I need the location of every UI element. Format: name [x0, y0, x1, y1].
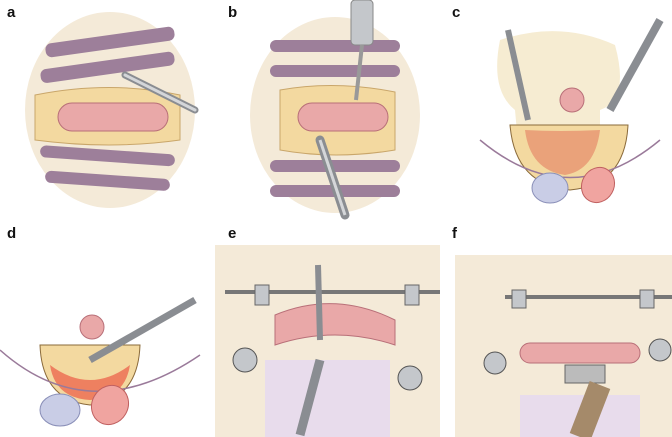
panel-label-f: f	[452, 225, 457, 242]
panel-a-illustration	[25, 12, 199, 208]
panel-b-illustration	[250, 0, 420, 220]
panel-label-a: a	[7, 4, 16, 21]
panel-label-b: b	[228, 4, 238, 21]
panel-e-illustration	[215, 245, 440, 437]
panel-c-illustration	[479, 18, 664, 204]
panel-label-e: e	[228, 225, 237, 242]
panel-label-d: d	[7, 225, 17, 242]
panel-label-c: c	[452, 4, 461, 21]
panel-f-illustration	[455, 255, 672, 437]
panel-d-illustration	[0, 296, 201, 427]
